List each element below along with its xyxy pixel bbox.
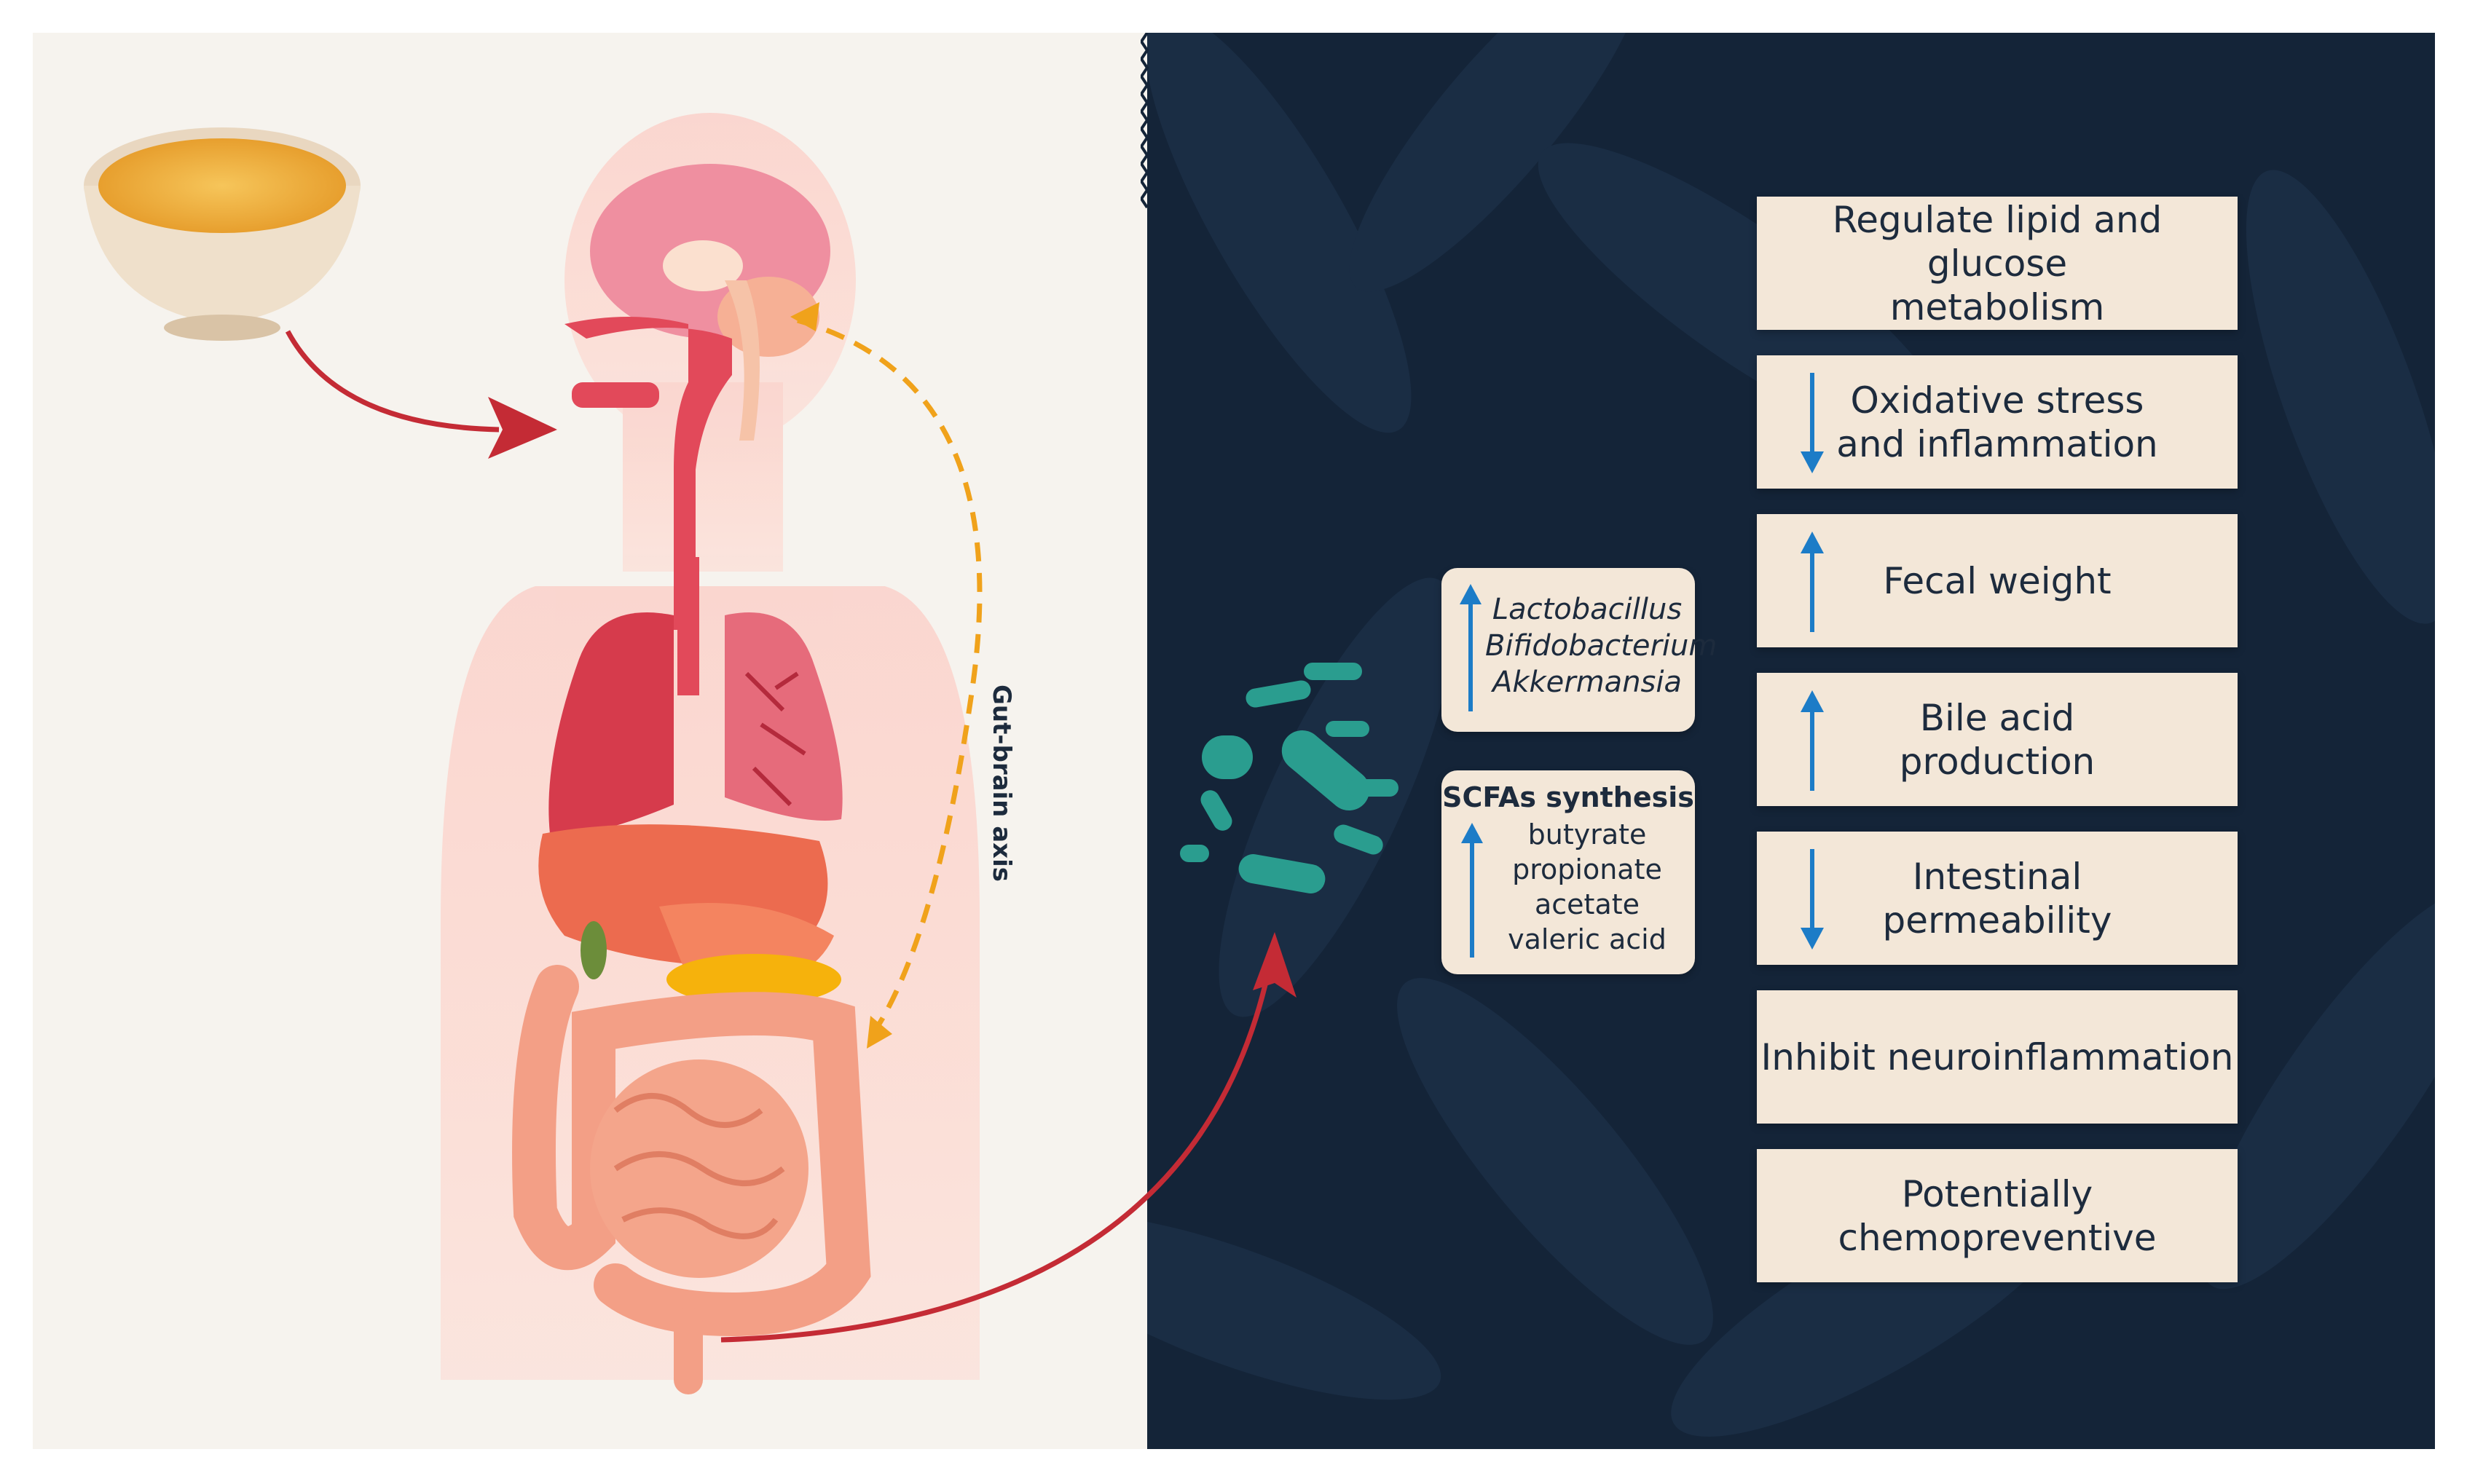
down-arrow-icon xyxy=(1801,373,1824,473)
down-arrow-icon xyxy=(1801,849,1824,950)
effect-chemopreventive: Potentially chemopreventive xyxy=(1757,1149,2238,1282)
bacteria-increase-box: Lactobacillus Bifidobacterium Akkermansi… xyxy=(1441,568,1718,732)
effect-intestinal-permeability: Intestinal permeability xyxy=(1757,832,2238,965)
oat-bowl xyxy=(84,127,361,341)
airway xyxy=(564,317,732,695)
up-arrow-icon xyxy=(1460,584,1482,711)
intestines xyxy=(512,965,871,1394)
scfa-list: butyrate propionate acetate valeric acid xyxy=(1485,817,1689,957)
bacteria-name: Akkermansia xyxy=(1492,666,1683,699)
body-illustration xyxy=(84,113,983,1394)
scfa-item: valeric acid xyxy=(1508,923,1667,955)
scfa-item: acetate xyxy=(1534,888,1640,920)
bacteria-name: Bifidobacterium xyxy=(1485,629,1718,663)
lungs xyxy=(548,612,843,835)
effect-lipid-glucose: Regulate lipid and glucose metabolism xyxy=(1757,197,2238,330)
effect-oxidative-stress: Oxidative stress and inflammation xyxy=(1757,355,2238,489)
effect-fecal-weight: Fecal weight xyxy=(1757,514,2238,647)
effect-label: Intestinal permeability xyxy=(1882,855,2112,942)
up-arrow-icon xyxy=(1801,532,1824,632)
scfa-title: SCFAs synthesis xyxy=(1442,781,1694,813)
liver-stomach xyxy=(538,824,841,1005)
effect-label: Bile acid production xyxy=(1899,696,2096,783)
effect-label: Fecal weight xyxy=(1883,559,2112,602)
scfa-item: propionate xyxy=(1512,853,1662,885)
panel-divider xyxy=(1141,33,1149,209)
microbiota-arrow xyxy=(720,932,1297,1343)
gut-brain-axis-arrow xyxy=(790,302,983,1049)
bacteria-name: Lactobacillus xyxy=(1492,593,1683,626)
gut-brain-axis-label: Gut-brain axis xyxy=(987,684,1016,882)
effect-label: Oxidative stress and inflammation xyxy=(1836,379,2158,465)
brain xyxy=(590,164,830,441)
intake-arrow xyxy=(285,330,557,459)
effect-label: Regulate lipid and glucose metabolism xyxy=(1832,198,2163,328)
up-arrow-icon xyxy=(1461,823,1483,958)
up-arrow-icon xyxy=(1801,690,1824,791)
scfa-box: SCFAs synthesis butyrate propionate acet… xyxy=(1441,770,1695,974)
effect-label: Inhibit neuroinflammation xyxy=(1760,1035,2234,1078)
bacteria-cluster xyxy=(1180,663,1398,893)
effect-neuroinflammation: Inhibit neuroinflammation xyxy=(1757,990,2238,1124)
effect-label: Potentially chemopreventive xyxy=(1838,1172,2157,1259)
scfa-item: butyrate xyxy=(1527,818,1647,850)
effect-bile-acid: Bile acid production xyxy=(1757,673,2238,806)
bacteria-list: Lactobacillus Bifidobacterium Akkermansi… xyxy=(1485,591,1718,700)
left-panel xyxy=(33,33,1147,1449)
